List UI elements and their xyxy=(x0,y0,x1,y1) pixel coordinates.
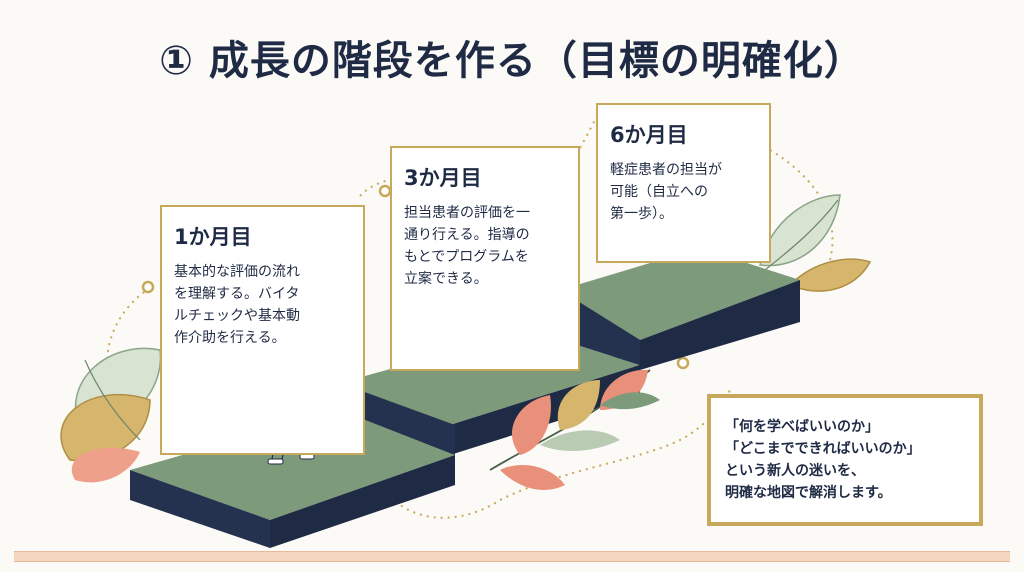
callout-line: という新人の迷いを、 xyxy=(725,463,865,479)
leaf-icon xyxy=(60,347,162,483)
step-1 xyxy=(130,383,455,548)
callout-line: 「何を学べばいいのか」 xyxy=(725,419,879,435)
milestone-description: 軽症患者の担当が 可能（自立への 第一歩）。 xyxy=(610,162,722,222)
callout-line: 明確な地図で解消します。 xyxy=(725,485,892,501)
milestone-card-3: 6か月目 軽症患者の担当が 可能（自立への 第一歩）。 xyxy=(596,103,771,263)
leaf-icon xyxy=(489,369,660,490)
summary-callout: 「何を学べばいいのか」 「どこまでできればいいのか」 という新人の迷いを、 明確… xyxy=(707,394,983,526)
milestone-description: 担当患者の評価を一 通り行える。指導の もとでプログラムを 立案できる。 xyxy=(404,205,530,287)
leaf-icon xyxy=(759,194,872,292)
dotted-path xyxy=(106,109,834,519)
floor-line xyxy=(14,551,1010,562)
milestone-heading: 1か月目 xyxy=(174,225,252,249)
milestone-card-1: 1か月目 基本的な評価の流れ を理解する。バイタ ルチェックや基本動 作介助を行… xyxy=(160,205,365,455)
path-dot xyxy=(378,184,392,198)
milestone-description: 基本的な評価の流れ を理解する。バイタ ルチェックや基本動 作介助を行える。 xyxy=(174,264,300,346)
path-dot xyxy=(676,356,690,370)
callout-line: 「どこまでできればいいのか」 xyxy=(725,441,921,457)
milestone-heading: 6か月目 xyxy=(610,123,688,147)
path-dot xyxy=(141,280,155,294)
page-title: ① 成長の階段を作る（目標の明確化） xyxy=(159,38,865,84)
milestone-card-2: 3か月目 担当患者の評価を一 通り行える。指導の もとでプログラムを 立案できる… xyxy=(390,146,580,371)
milestone-heading: 3か月目 xyxy=(404,166,482,190)
